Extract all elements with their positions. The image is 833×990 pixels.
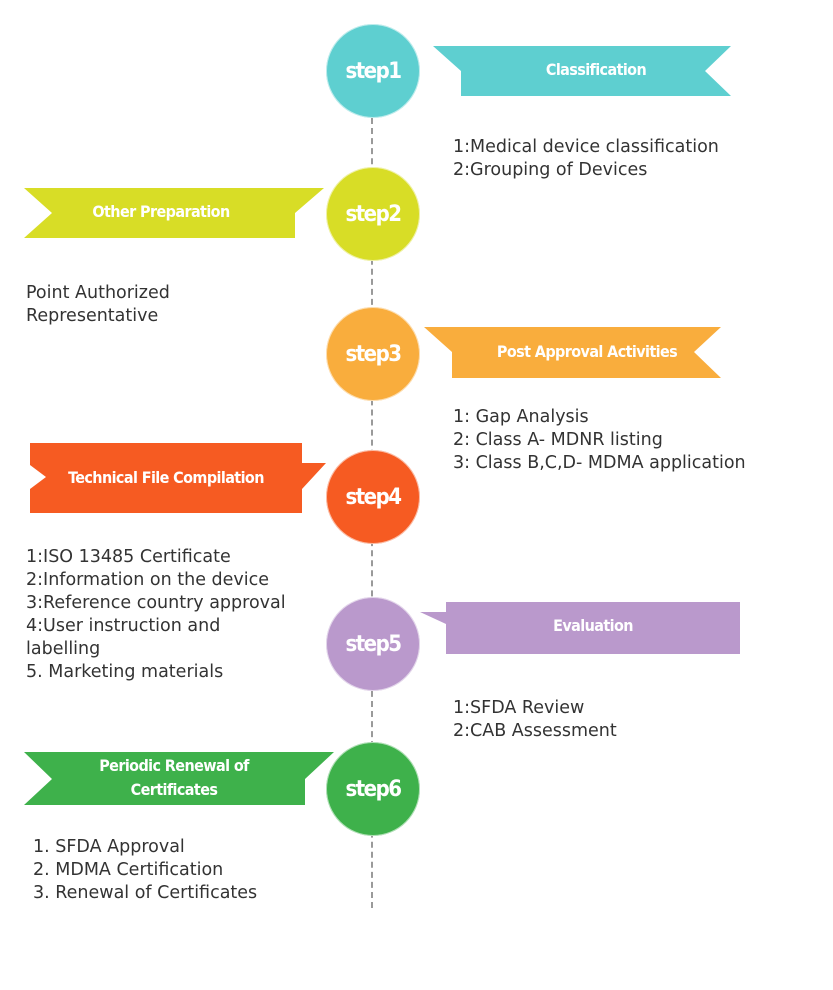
step2-circle: step2 xyxy=(326,167,420,261)
step5-banner-text: Evaluation xyxy=(553,616,633,635)
list-item: 1: Gap Analysis xyxy=(453,407,589,427)
step3-items: 1: Gap Analysis 2: Class A- MDNR listing… xyxy=(453,406,746,475)
list-item: 2: Class A- MDNR listing xyxy=(453,430,663,450)
step4-label: step4 xyxy=(345,484,402,510)
step4-banner-text: Technical File Compilation xyxy=(68,468,264,487)
step4-items: 1:ISO 13485 Certificate 2:Information on… xyxy=(26,546,286,684)
step5-items: 1:SFDA Review 2:CAB Assessment xyxy=(453,697,617,743)
step2-banner: Other Preparation xyxy=(24,188,324,238)
step2-label: step2 xyxy=(345,201,402,227)
list-item: 2:CAB Assessment xyxy=(453,721,617,741)
step6-banner-text: Periodic Renewal of Certificates xyxy=(54,754,294,802)
step6-items: 1. SFDA Approval 2. MDMA Certification 3… xyxy=(33,836,257,905)
list-item: labelling xyxy=(26,639,101,659)
list-item: 1. SFDA Approval xyxy=(33,837,185,857)
step1-items: 1:Medical device classification 2:Groupi… xyxy=(453,136,719,182)
step1-banner: Classification xyxy=(433,46,731,96)
step4-circle: step4 xyxy=(326,450,420,544)
list-item: 5. Marketing materials xyxy=(26,662,224,682)
list-item: 2:Grouping of Devices xyxy=(453,160,648,180)
list-item: 1:SFDA Review xyxy=(453,698,585,718)
step6-banner-line1: Periodic Renewal of xyxy=(99,756,249,775)
step3-banner-text: Post Approval Activities xyxy=(496,342,678,361)
step5-label: step5 xyxy=(345,631,402,657)
list-item: 3: Class B,C,D- MDMA application xyxy=(453,453,746,473)
list-item: 2. MDMA Certification xyxy=(33,860,224,880)
step6-label: step6 xyxy=(345,776,402,802)
list-item: Point Authorized xyxy=(26,283,170,303)
step5-banner: Evaluation xyxy=(420,602,740,654)
step1-banner-text: Classification xyxy=(545,60,647,79)
list-item: 3:Reference country approval xyxy=(26,593,286,613)
step5-circle: step5 xyxy=(326,597,420,691)
step2-items: Point Authorized Representative xyxy=(26,282,170,328)
step6-banner-line2: Certificates xyxy=(130,780,218,799)
list-item: 3. Renewal of Certificates xyxy=(33,883,258,903)
step2-banner-text: Other Preparation xyxy=(92,202,230,221)
step6-banner: Periodic Renewal of Certificates xyxy=(24,752,334,805)
step4-banner: Technical File Compilation xyxy=(30,443,326,513)
list-item: 2:Information on the device xyxy=(26,570,270,590)
list-item: Representative xyxy=(26,306,159,326)
list-item: 1:ISO 13485 Certificate xyxy=(26,547,231,567)
step1-circle: step1 xyxy=(326,24,420,118)
list-item: 1:Medical device classification xyxy=(453,137,719,157)
step1-label: step1 xyxy=(345,58,402,84)
step3-circle: step3 xyxy=(326,307,420,401)
list-item: 4:User instruction and xyxy=(26,616,221,636)
step3-banner: Post Approval Activities xyxy=(424,327,721,378)
step6-circle: step6 xyxy=(326,742,420,836)
step3-label: step3 xyxy=(345,341,402,367)
